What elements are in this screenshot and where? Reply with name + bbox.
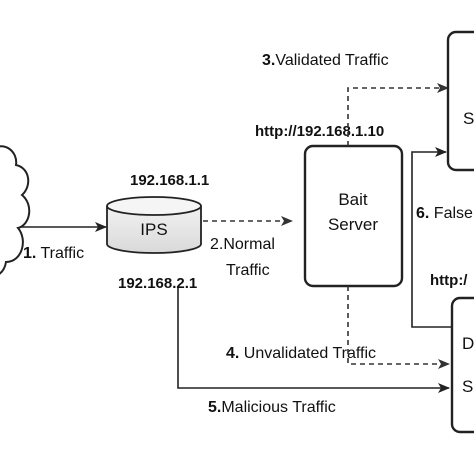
bait-server-label-line1: Bait — [338, 190, 368, 209]
false-traffic-label: 6. False — [416, 205, 473, 222]
malicious-traffic-arrow — [177, 288, 450, 393]
malicious-traffic-label: 5.Malicious Traffic — [208, 399, 336, 416]
ips-label: IPS — [140, 220, 167, 239]
ips-address-bottom: 192.168.2.1 — [118, 275, 197, 292]
normal-traffic-label-line1: 2.Normal — [210, 236, 275, 253]
top-right-server-node: S — [446, 30, 474, 172]
normal-traffic-label-line2: Traffic — [226, 262, 270, 279]
validated-traffic-label: 3.Validated Traffic — [262, 52, 389, 69]
unvalidated-traffic-label: 4. Unvalidated Traffic — [226, 345, 376, 362]
bait-server-label-line2: Server — [328, 215, 378, 234]
bait-server-address: http://192.168.1.10 — [255, 123, 384, 140]
internet-cloud-icon — [0, 145, 31, 275]
bait-server-node: Bait Server — [303, 144, 404, 288]
bottom-right-server-node: D S — [450, 296, 474, 434]
bottom-right-server-address: http:/ — [430, 272, 468, 289]
top-right-server-partial-label: S — [463, 109, 474, 128]
bottom-right-server-partial-label-2: S — [462, 377, 473, 396]
ips-address-top: 192.168.1.1 — [130, 172, 209, 189]
bottom-right-server-partial-label-1: D — [462, 334, 474, 353]
validated-traffic-arrow — [347, 83, 449, 146]
traffic-label: 1. Traffic — [23, 245, 84, 262]
false-traffic-arrow — [411, 147, 452, 328]
unvalidated-traffic-arrow — [347, 286, 450, 369]
ips-node: IPS — [106, 196, 202, 254]
